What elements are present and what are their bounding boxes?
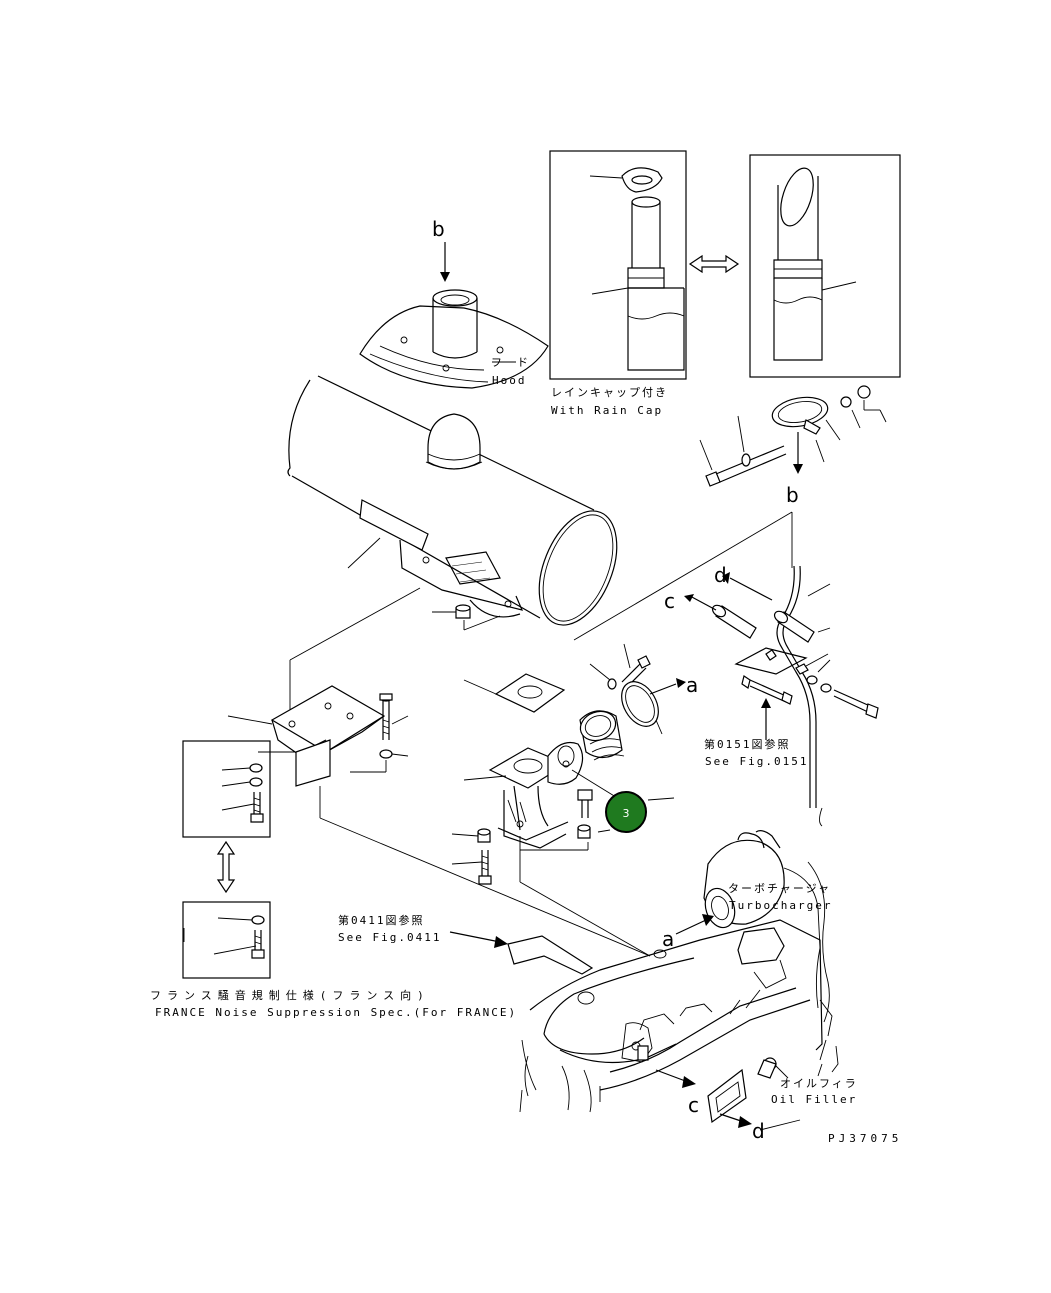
label-b-right: b xyxy=(786,483,799,507)
muffler-bracket xyxy=(227,685,651,957)
hood-label-en: Hood xyxy=(492,374,527,387)
label-b-top: b xyxy=(432,217,445,241)
rain-cap-label-en: With Rain Cap xyxy=(551,404,663,417)
france-spec-inset-lower xyxy=(182,901,271,979)
label-d-upper: d xyxy=(714,563,727,587)
france-spec-inset-upper xyxy=(182,740,296,838)
gasket-and-elbow xyxy=(463,643,686,849)
oil-filler-label-en: Oil Filler xyxy=(771,1093,857,1106)
double-arrow-icon xyxy=(688,254,740,274)
label-a-lower: a xyxy=(662,927,674,951)
callout-3[interactable]: 3 xyxy=(605,791,647,833)
see-fig-0411-label-jp: 第0411図参照 xyxy=(338,913,425,927)
label-c-lower: c xyxy=(688,1093,699,1117)
double-arrow-vertical-icon xyxy=(216,840,236,894)
see-fig-0151-label-en: See Fig.0151 xyxy=(705,755,808,768)
rain-cap-label-jp: レインキャップ付き xyxy=(551,386,668,399)
label-d-lower: d xyxy=(752,1119,765,1143)
rain-cap-inset xyxy=(549,150,687,380)
elbow-fasteners xyxy=(451,789,651,957)
france-spec-label-jp: フランス騒音規制仕様(フランス向) xyxy=(150,988,430,1002)
hood-label-jp: フード xyxy=(491,356,530,369)
engine-turbocharger xyxy=(507,830,839,1131)
drawing-number: PJ37075 xyxy=(828,1132,902,1145)
callout-3-circle[interactable] xyxy=(605,791,647,833)
france-spec-label-en: FRANCE Noise Suppression Spec.(For FRANC… xyxy=(155,1006,517,1019)
turbocharger-label-en: Turbocharger xyxy=(729,899,832,912)
pipe-clamp xyxy=(699,385,887,487)
see-fig-0411-arrow xyxy=(449,931,508,948)
tube-and-spacer xyxy=(684,565,879,827)
muffler xyxy=(287,375,618,626)
callout-3-number: 3 xyxy=(623,807,630,820)
label-a-upper: a xyxy=(686,673,698,697)
see-fig-0411-label-en: See Fig.0411 xyxy=(338,931,441,944)
muffler-nut xyxy=(432,604,501,631)
angled-pipe-inset xyxy=(749,154,901,378)
see-fig-0151-label-jp: 第0151図参照 xyxy=(704,737,791,751)
label-c-upper: c xyxy=(664,589,675,613)
turbocharger-label-jp: ターボチャージャ xyxy=(728,882,831,895)
hood: b xyxy=(359,217,549,389)
oil-filler-label-jp: オイルフィラ xyxy=(780,1077,858,1090)
